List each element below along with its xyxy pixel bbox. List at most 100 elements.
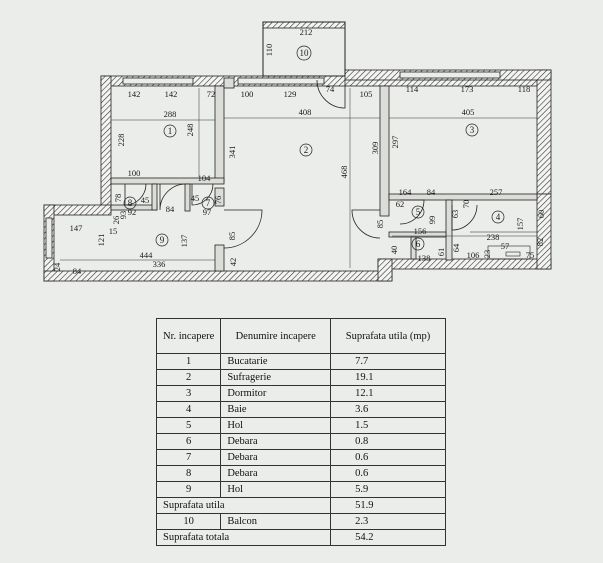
table-row: 9 Hol 5.9 [155, 481, 446, 498]
room-3-circle [465, 123, 479, 137]
room-area-cell: 7.7 [330, 353, 446, 370]
dimension-label: 97 [203, 207, 212, 217]
room-number: 3 [470, 125, 475, 135]
dimension-label: 24 [52, 262, 62, 271]
dimension-label: 105 [360, 89, 373, 99]
dimension-label: 228 [116, 134, 126, 147]
room-number-cell: 6 [155, 433, 222, 450]
room-number-cell: 9 [155, 481, 222, 498]
room-2-circle [299, 143, 313, 157]
dimension-label: 110 [264, 44, 274, 56]
dimension-label: 62 [396, 199, 405, 209]
header-room-name: Denumire incapere [220, 318, 332, 354]
dimension-label: 23 [482, 250, 492, 259]
windows [45, 71, 501, 259]
dimension-label: 468 [339, 166, 349, 179]
dimension-label: 309 [370, 142, 380, 155]
dimension-label: 297 [390, 136, 400, 149]
room-4-circle [491, 210, 505, 224]
room-number-cell: 1 [155, 353, 222, 370]
room-name-cell: Dormitor [220, 385, 332, 402]
header-room-number: Nr. incapere [155, 318, 222, 354]
usable-total-row: Suprafata utila 51.9 [155, 497, 446, 514]
room-area-table: Nr. incapere Denumire incapere Suprafata… [155, 318, 446, 546]
room-numbers [123, 45, 505, 251]
table-row: 6 Debara 0.8 [155, 433, 446, 450]
dimension-label: 336 [153, 259, 166, 269]
dimension-label: 100 [241, 89, 254, 99]
room-area-cell: 1.5 [330, 417, 446, 434]
table-header-row: Nr. incapere Denumire incapere Suprafata… [155, 318, 446, 354]
dimension-label: 212 [300, 27, 313, 37]
doors [124, 79, 478, 249]
room-number-cell: 4 [155, 401, 222, 418]
room-name-cell: Debara [220, 433, 332, 450]
table-row: 2 Sufragerie 19.1 [155, 369, 446, 386]
dimension-label: 85 [227, 232, 237, 241]
room-number: 7 [206, 198, 211, 208]
room-number-cell: 7 [155, 449, 222, 466]
dimension-label: 45 [141, 195, 150, 205]
interior-walls [110, 77, 538, 272]
exterior-walls [43, 21, 552, 282]
dimension-label: 142 [128, 89, 141, 99]
dimension-label: 121 [96, 234, 106, 247]
dimension-lines [60, 88, 537, 268]
dimension-label: 114 [406, 84, 419, 94]
dimension-label: 408 [299, 107, 312, 117]
dimension-label: 99 [427, 216, 437, 225]
usable-total-label: Suprafata utila [155, 497, 332, 514]
dimension-labels: 212 110 142 142 72 100 129 74 105 114 17… [52, 27, 546, 276]
dimension-label: 74 [326, 84, 335, 94]
dimension-label: 63 [450, 210, 460, 219]
room-number-labels: 1 2 3 4 5 6 7 8 9 10 [128, 48, 501, 249]
room-name-cell: Debara [220, 465, 332, 482]
dimension-label: 57 [501, 241, 510, 251]
room-area-cell: 5.9 [330, 481, 446, 498]
floor-plan: 1 2 3 4 5 6 7 8 9 10 212 110 142 142 72 … [43, 21, 552, 282]
dimension-label: 26 [111, 216, 121, 225]
header-usable-area: Suprafata utila (mp) [330, 318, 446, 354]
room-number-cell: 3 [155, 385, 222, 402]
dimension-label: 93 [118, 211, 128, 220]
room-name-cell: Baie [220, 401, 332, 418]
room-area-cell: 0.8 [330, 433, 446, 450]
dimension-label: 92 [128, 207, 137, 217]
room-name-cell: Balcon [220, 513, 332, 530]
room-5-circle [411, 205, 425, 219]
grand-total-area: 54.2 [330, 529, 446, 546]
room-7-circle [201, 196, 215, 210]
dimension-label: 138 [418, 253, 431, 263]
dimension-label: 106 [467, 250, 480, 260]
usable-total-area: 51.9 [330, 497, 446, 514]
table-row: 3 Dormitor 12.1 [155, 385, 446, 402]
room-9-circle [155, 233, 169, 247]
dimension-label: 137 [179, 235, 189, 248]
grand-total-row: Suprafata totala 54.2 [155, 529, 446, 546]
dimension-label: 100 [128, 168, 141, 178]
dimension-label: 75 [526, 250, 535, 260]
room-number-cell: 2 [155, 369, 222, 386]
dimension-label: 104 [198, 173, 212, 183]
room-number: 6 [416, 239, 421, 249]
dimension-label: 173 [461, 84, 474, 94]
dimension-label: 156 [414, 226, 427, 236]
dimension-label: 147 [70, 223, 83, 233]
dimension-label: 157 [515, 218, 525, 231]
room-number-cell: 5 [155, 417, 222, 434]
dimension-label: 40 [389, 246, 399, 255]
dimension-label: 64 [451, 243, 461, 252]
room-number: 10 [300, 48, 310, 58]
room-area-cell: 3.6 [330, 401, 446, 418]
room-area-cell: 0.6 [330, 449, 446, 466]
dimension-label: 76 [213, 196, 223, 205]
room-10-circle [296, 45, 312, 61]
dimension-label: 129 [284, 89, 297, 99]
balcony-outline [262, 21, 346, 77]
grand-total-label: Suprafata totala [155, 529, 332, 546]
dimension-label: 164 [399, 187, 413, 197]
dimension-label: 72 [207, 89, 216, 99]
dimension-label: 15 [109, 226, 118, 236]
dimension-label: 248 [185, 124, 195, 137]
table-row: 5 Hol 1.5 [155, 417, 446, 434]
